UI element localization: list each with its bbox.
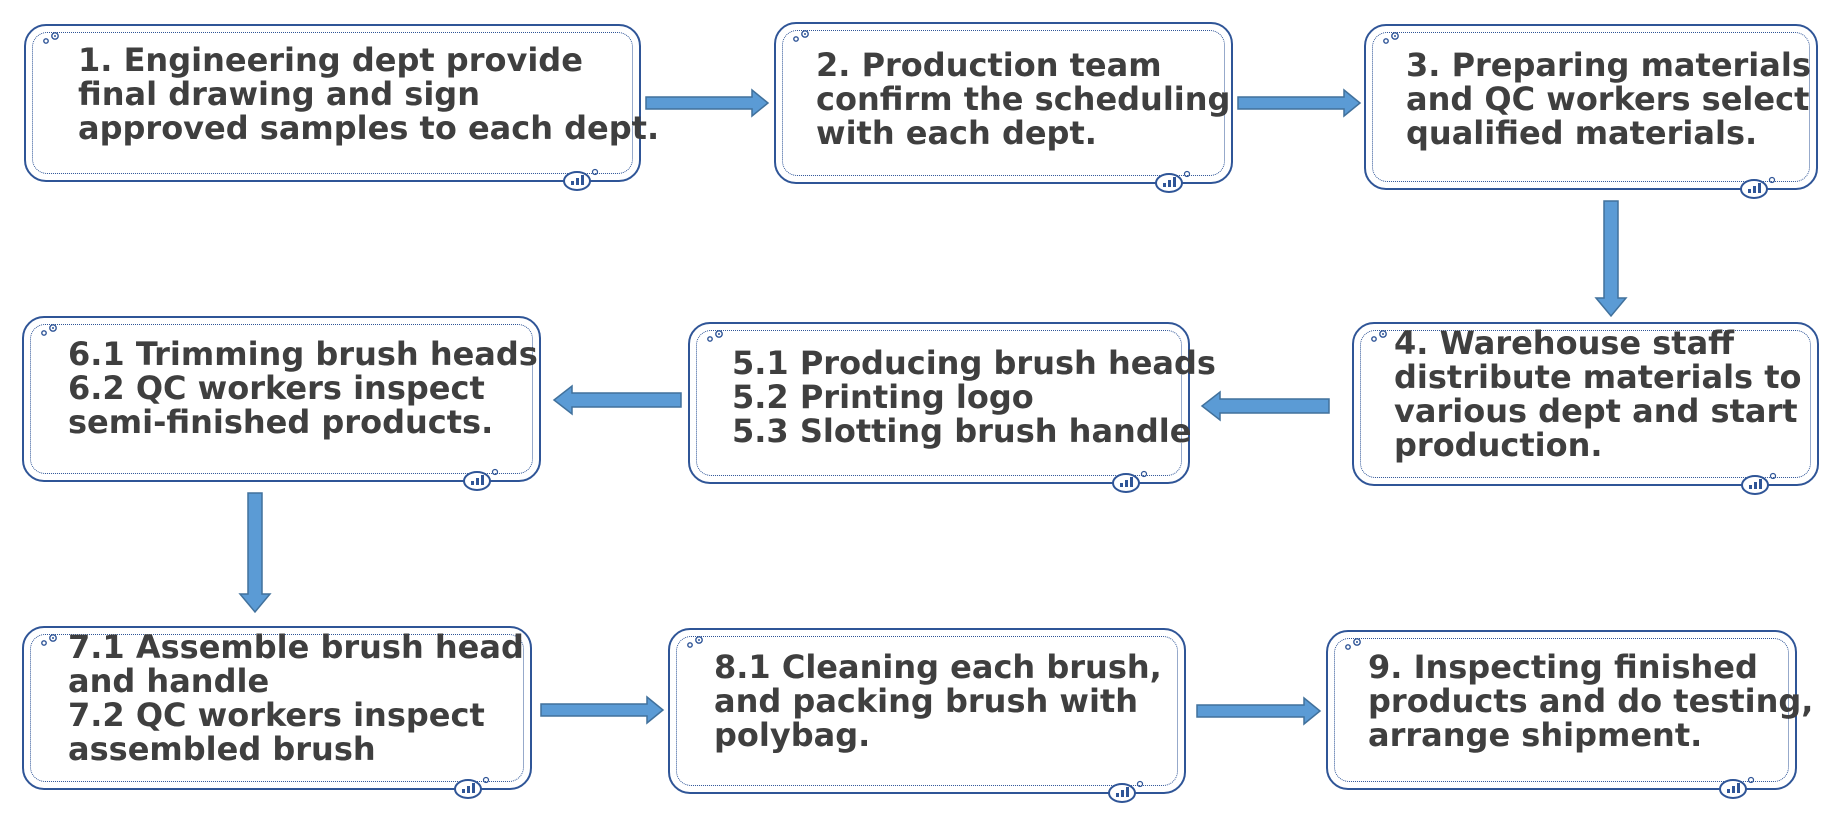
- step-1-line: approved samples to each dept.: [78, 109, 660, 147]
- step-8-line: polybag.: [714, 716, 871, 754]
- step-9-line: products and do testing,: [1368, 682, 1814, 720]
- step-8-line: 8.1 Cleaning each brush,: [714, 648, 1162, 686]
- step-5-line: 5.2 Printing logo: [732, 378, 1034, 416]
- step-7-line: and handle: [68, 662, 270, 700]
- step-4-line: distribute materials to: [1394, 358, 1802, 396]
- step-4-line: production.: [1394, 426, 1603, 464]
- step-2-text: 2. Production team confirm the schedulin…: [816, 48, 1230, 150]
- step-4-box: 4. Warehouse staff distribute materials …: [1352, 322, 1819, 495]
- arrow-step-2-to-step-3: [1237, 88, 1362, 118]
- gear-icon: [1383, 32, 1399, 44]
- step-1-box: 1. Engineering dept provide final drawin…: [24, 24, 659, 191]
- step-3-line: 3. Preparing materials: [1406, 46, 1811, 84]
- arrow-step-8-to-step-9: [1196, 696, 1322, 726]
- step-5-line: 5.3 Slotting brush handle: [732, 412, 1192, 450]
- step-3-box: 3. Preparing materials and QC workers se…: [1364, 24, 1818, 199]
- arrow-step-7-to-step-8: [540, 695, 665, 725]
- bar-chart-icon: [563, 168, 599, 191]
- step-2-line: with each dept.: [816, 114, 1097, 152]
- bar-chart-icon: [1108, 780, 1144, 803]
- step-2-line: 2. Production team: [816, 46, 1162, 84]
- arrow-step-3-to-step-4: [1594, 200, 1628, 318]
- bar-chart-icon: [1719, 776, 1755, 799]
- step-5-line: 5.1 Producing brush heads: [732, 344, 1216, 382]
- step-1-line: final drawing and sign: [78, 75, 480, 113]
- gear-icon: [1345, 638, 1361, 650]
- step-8-line: and packing brush with: [714, 682, 1139, 720]
- step-2-line: confirm the scheduling: [816, 80, 1231, 118]
- step-9-line: arrange shipment.: [1368, 716, 1703, 754]
- step-7-text: 7.1 Assemble brush head and handle 7.2 Q…: [68, 630, 524, 766]
- gear-icon: [41, 634, 57, 646]
- step-9-text: 9. Inspecting finished products and do t…: [1368, 650, 1813, 752]
- bar-chart-icon: [454, 776, 490, 799]
- bar-chart-icon: [1741, 472, 1777, 495]
- step-9-line: 9. Inspecting finished: [1368, 648, 1758, 686]
- bar-chart-icon: [1740, 176, 1776, 199]
- bar-chart-icon: [1112, 470, 1148, 493]
- step-6-text: 6.1 Trimming brush heads 6.2 QC workers …: [68, 337, 538, 439]
- step-9-box: 9. Inspecting finished products and do t…: [1326, 630, 1813, 799]
- step-7-line: 7.2 QC workers inspect: [68, 696, 485, 734]
- step-1-text: 1. Engineering dept provide final drawin…: [78, 43, 659, 145]
- step-4-text: 4. Warehouse staff distribute materials …: [1394, 326, 1802, 462]
- step-3-line: qualified materials.: [1406, 114, 1758, 152]
- arrow-step-5-to-step-6: [552, 384, 682, 416]
- gear-icon: [43, 32, 59, 44]
- gear-icon: [1371, 330, 1387, 342]
- gear-icon: [793, 30, 809, 42]
- step-6-box: 6.1 Trimming brush heads 6.2 QC workers …: [22, 316, 541, 491]
- step-4-line: 4. Warehouse staff: [1394, 324, 1735, 362]
- arrow-step-4-to-step-5: [1200, 390, 1330, 422]
- step-7-line: 7.1 Assemble brush head: [68, 628, 524, 666]
- step-4-line: various dept and start: [1394, 392, 1798, 430]
- step-6-line: 6.2 QC workers inspect: [68, 369, 485, 407]
- arrow-step-6-to-step-7: [238, 492, 272, 614]
- bar-chart-icon: [1155, 170, 1191, 193]
- step-5-text: 5.1 Producing brush heads 5.2 Printing l…: [732, 346, 1216, 448]
- step-5-box: 5.1 Producing brush heads 5.2 Printing l…: [688, 322, 1216, 493]
- step-7-box: 7.1 Assemble brush head and handle 7.2 Q…: [22, 626, 532, 799]
- step-7-line: assembled brush: [68, 730, 376, 768]
- step-3-text: 3. Preparing materials and QC workers se…: [1406, 48, 1811, 150]
- step-3-line: and QC workers select: [1406, 80, 1810, 118]
- step-8-box: 8.1 Cleaning each brush, and packing bru…: [668, 628, 1186, 803]
- step-8-text: 8.1 Cleaning each brush, and packing bru…: [714, 650, 1162, 752]
- step-1-line: 1. Engineering dept provide: [78, 41, 583, 79]
- bar-chart-icon: [463, 468, 499, 491]
- arrow-step-1-to-step-2: [645, 88, 770, 118]
- step-6-line: 6.1 Trimming brush heads: [68, 335, 538, 373]
- gear-icon: [41, 324, 57, 336]
- step-6-line: semi-finished products.: [68, 403, 494, 441]
- gear-icon: [687, 636, 703, 648]
- step-2-box: 2. Production team confirm the schedulin…: [774, 22, 1233, 193]
- gear-icon: [707, 330, 723, 342]
